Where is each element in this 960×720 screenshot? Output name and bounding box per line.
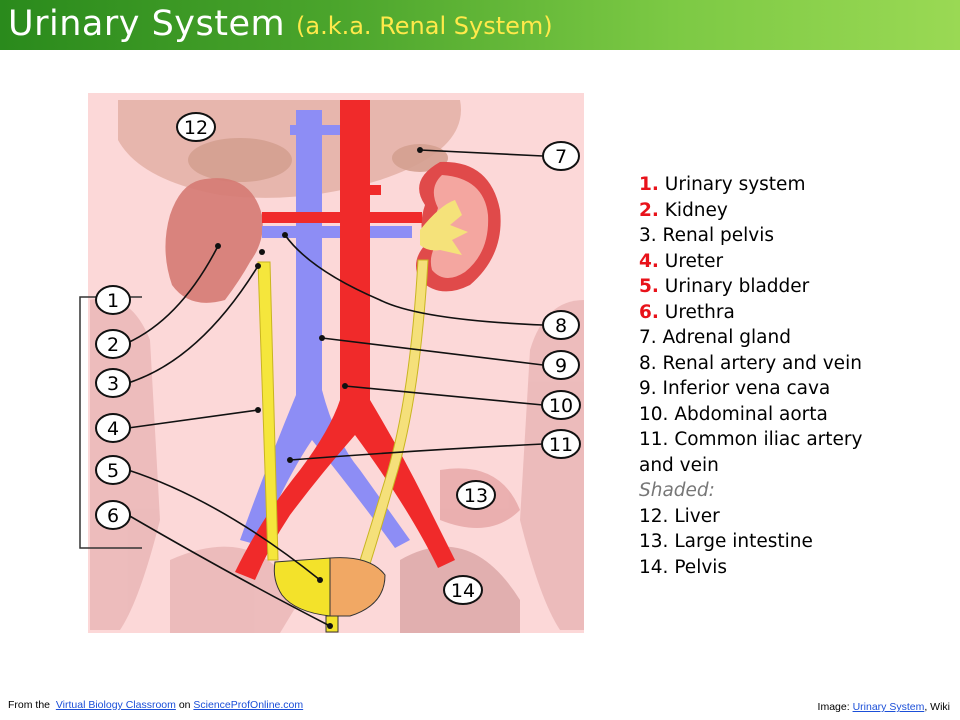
svg-text:14: 14: [451, 580, 475, 602]
page-subtitle: (a.k.a. Renal System): [296, 12, 553, 40]
svg-text:13: 13: [464, 485, 488, 507]
footer-image-credit: Image: Urinary System, Wiki: [818, 701, 950, 713]
legend-item-12: 12. Liver: [639, 505, 720, 527]
leader-lines: [124, 149, 544, 627]
kidney-left: [165, 178, 263, 303]
urinary-bladder-left-half: [273, 557, 331, 617]
virtual-biology-classroom-link[interactable]: Virtual Biology Classroom: [55, 699, 176, 711]
label-1: 1: [95, 285, 131, 315]
label-3: 3: [95, 368, 131, 398]
label-10: 10: [541, 390, 581, 420]
label-4: 4: [95, 413, 131, 443]
title-bar: Urinary System (a.k.a. Renal System): [0, 0, 960, 50]
legend-item-11: 11. Common iliac artery and vein: [639, 429, 863, 476]
legend-item-3: 3. Renal pelvis: [639, 225, 775, 246]
legend-item-2: 2. Kidney: [639, 199, 728, 221]
legend-item-10: 10. Abdominal aorta: [639, 403, 828, 425]
label-6: 6: [95, 500, 131, 530]
svg-text:6: 6: [107, 505, 119, 527]
legend-item-8: 8. Renal artery and vein: [639, 352, 862, 374]
label-5: 5: [95, 455, 131, 485]
legend-item-5: 5. Urinary bladder: [639, 276, 810, 297]
legend-item-9: 9. Inferior vena cava: [639, 378, 831, 399]
legend-item-4: 4. Ureter: [639, 250, 724, 272]
ureter-left: [257, 261, 279, 561]
aorta-branch-top: [345, 185, 381, 195]
label-14: 14: [443, 575, 483, 605]
label-12: 12: [176, 112, 216, 142]
renal-pelvis-right: [420, 200, 468, 255]
svg-text:2: 2: [107, 334, 119, 356]
svg-text:12: 12: [184, 117, 208, 139]
svg-text:3: 3: [107, 373, 119, 395]
inferior-vena-cava: [240, 110, 410, 548]
label-7: 7: [542, 141, 580, 171]
legend-shaded-label: Shaded:: [639, 480, 715, 501]
legend-item-7: 7. Adrenal gland: [639, 327, 791, 348]
svg-text:9: 9: [555, 355, 567, 377]
footer-credit: From the Virtual Biology Classroom on Sc…: [8, 699, 303, 711]
svg-text:1: 1: [107, 290, 119, 312]
legend: 1. Urinary system 2. Kidney 3. Renal pel…: [639, 172, 959, 580]
svg-text:10: 10: [549, 395, 573, 417]
label-13: 13: [456, 480, 496, 510]
leader-dots: [215, 147, 423, 629]
label-9: 9: [542, 350, 580, 380]
legend-item-1: 1. Urinary system: [639, 174, 806, 195]
renal-artery: [262, 212, 422, 223]
svg-text:11: 11: [549, 434, 573, 456]
svg-text:7: 7: [555, 146, 567, 168]
image-credit-prefix: Image:: [817, 701, 850, 713]
urinary-bladder-right-half: [329, 557, 386, 617]
legend-item-6: 6. Urethra: [639, 301, 735, 323]
renal-vein: [262, 226, 412, 238]
legend-item-14: 14. Pelvis: [639, 556, 728, 578]
adrenal-gland-left: [188, 138, 292, 182]
legend-item-13: 13. Large intestine: [639, 531, 813, 552]
label-11: 11: [541, 429, 581, 459]
footer-prefix: From the: [8, 699, 51, 711]
svg-text:8: 8: [555, 315, 567, 337]
kidney-right-inner: [430, 175, 489, 279]
svg-text:4: 4: [107, 418, 119, 440]
vena-cava-top-branch: [290, 125, 342, 135]
page-title: Urinary System: [8, 4, 286, 44]
footer-mid: on: [178, 699, 191, 711]
scienceprofonline-link[interactable]: ScienceProfOnline.com: [193, 699, 304, 711]
label-8: 8: [542, 310, 580, 340]
image-credit-suffix: , Wiki: [924, 701, 950, 713]
urinary-system-wiki-link[interactable]: Urinary System: [852, 701, 925, 713]
svg-text:5: 5: [107, 460, 119, 482]
label-2: 2: [95, 329, 131, 359]
